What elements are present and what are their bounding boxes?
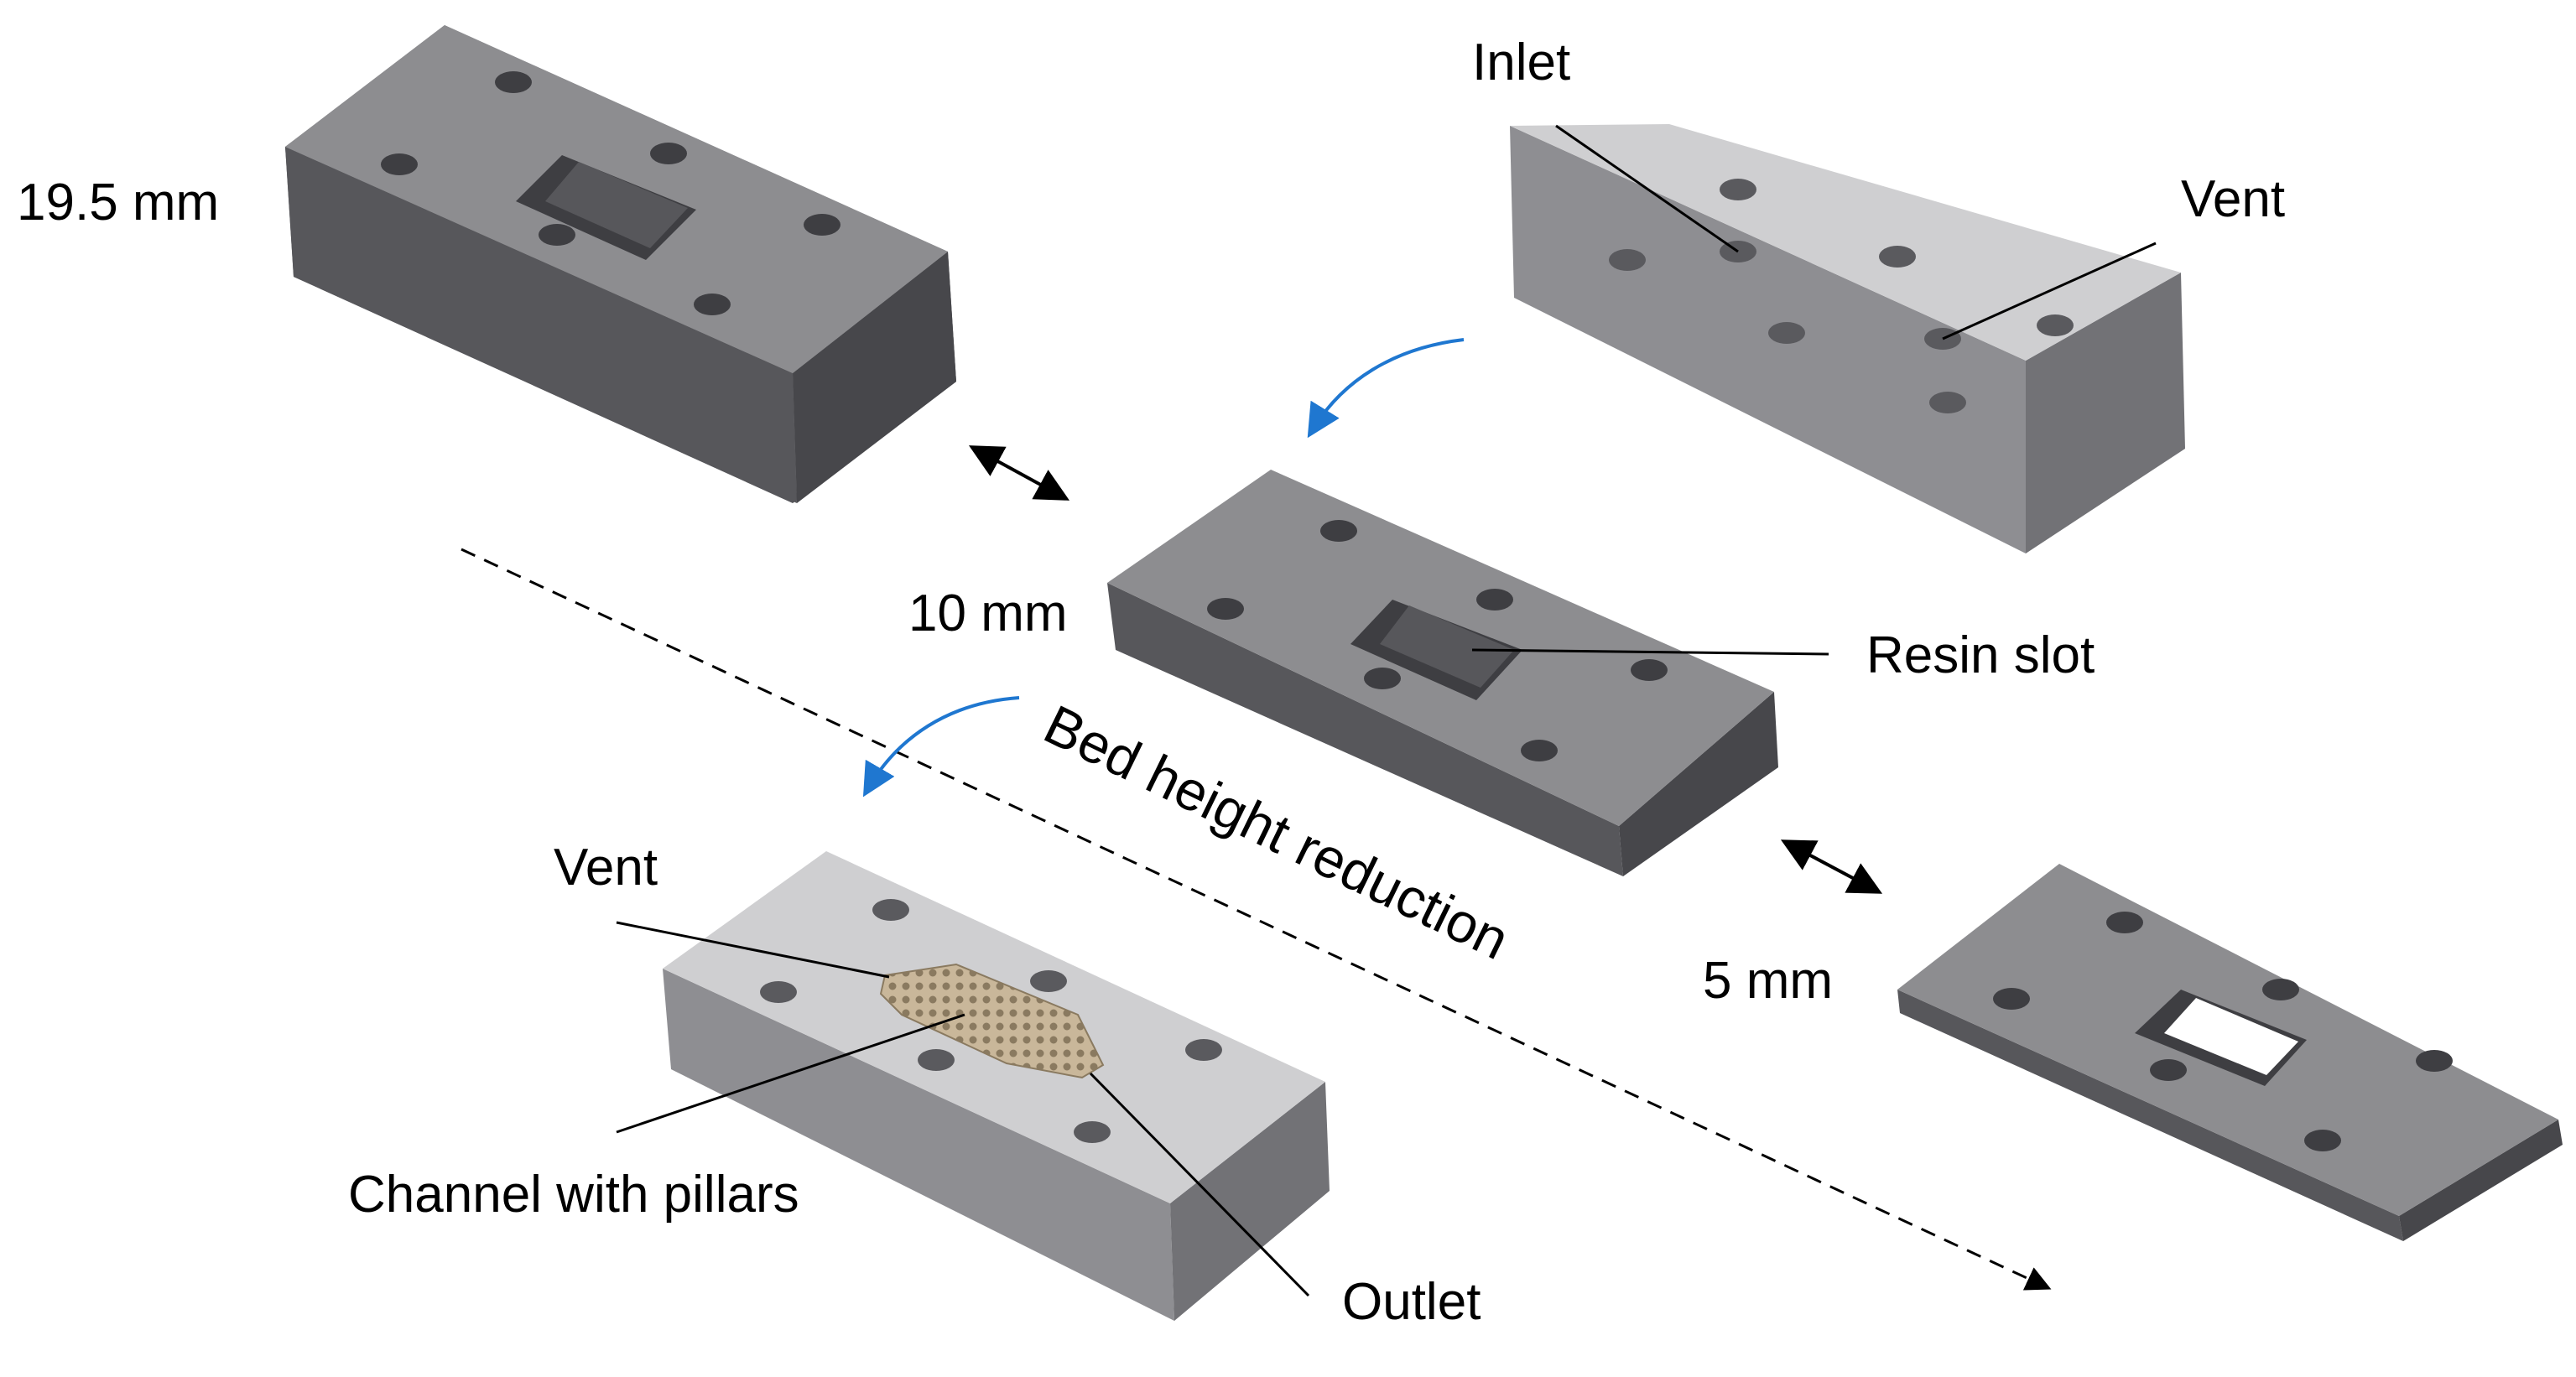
block-top-right-hole-3 <box>1879 246 1916 268</box>
curved-arrow-icon <box>862 696 1020 798</box>
block-top-right-hole-1 <box>1720 179 1756 200</box>
label-channel-with-pillars: Channel with pillars <box>348 1166 799 1224</box>
vent-bottom-leader-line <box>616 921 890 979</box>
label-resin-slot: Resin slot <box>1866 626 2095 684</box>
block-19-5mm-hole-2 <box>381 153 418 175</box>
block-10mm-slot-inner <box>1380 605 1514 688</box>
block-channel-front <box>663 969 1174 1321</box>
block-5mm-hole-3 <box>2262 979 2299 1000</box>
block-19-5mm-box-side <box>793 252 956 503</box>
block-channel <box>663 851 1330 1321</box>
block-19-5mm-hole-3 <box>650 143 687 164</box>
bed-height-dashed-line <box>461 548 2052 1291</box>
double-headed-arrow-icon <box>968 445 1070 501</box>
channel-leader-line <box>616 1013 965 1134</box>
double-headed-arrow-icon <box>1780 839 1883 894</box>
block-19-5mm-hole-6 <box>694 294 731 315</box>
block-top-right-top <box>1510 124 2181 361</box>
block-10mm-hole-2 <box>1207 598 1244 620</box>
curved-arrow-icon <box>1307 338 1465 439</box>
block-top-right-front <box>1510 126 2026 553</box>
label-10mm: 10 mm <box>908 585 1067 642</box>
block-5mm-front <box>1897 990 2403 1241</box>
vent-top-leader-line <box>1942 242 2157 340</box>
block-10mm-front <box>1107 583 1623 876</box>
block-19-5mm-hole-4 <box>539 224 575 246</box>
block-5mm-hole-2 <box>1993 988 2030 1010</box>
block-10mm-hole-1 <box>1320 520 1357 542</box>
block-5mm-side <box>2399 1120 2563 1241</box>
block-19-5mm-hole-1 <box>495 71 532 93</box>
block-5mm-hole-6 <box>2304 1130 2341 1151</box>
label-vent-top: Vent <box>2181 170 2285 228</box>
label-vent-bottom: Vent <box>554 839 658 896</box>
label-5mm: 5 mm <box>1703 952 1833 1010</box>
resin-slot-leader-line <box>1471 648 1829 656</box>
block-top-right-hole-6 <box>1929 392 1966 413</box>
outlet-leader-line <box>1089 1072 1310 1297</box>
block-5mm-hole-5 <box>2416 1050 2453 1072</box>
block-channel-hole-6 <box>1074 1121 1111 1143</box>
block-19-5mm-hole-5 <box>804 214 840 236</box>
label-outlet: Outlet <box>1342 1273 1481 1331</box>
label-19-5mm: 19.5 mm <box>17 174 219 231</box>
inlet-leader-line <box>1555 124 1739 253</box>
block-channel-hole-3 <box>1030 970 1067 992</box>
block-5mm-hole-1 <box>2106 912 2143 933</box>
block-channel-hole-5 <box>1185 1039 1222 1061</box>
block-10mm-hole-5 <box>1631 659 1668 681</box>
block-5mm-hole-4 <box>2150 1059 2187 1081</box>
block-10mm <box>1107 470 1778 876</box>
block-19-5mm-box <box>285 25 956 503</box>
block-top-right-hole-5 <box>2037 314 2074 336</box>
block-top-right-hole-4 <box>1768 322 1805 344</box>
block-10mm-side <box>1619 692 1778 876</box>
label-inlet: Inlet <box>1472 34 1570 91</box>
block-top-right <box>1510 124 2185 553</box>
block-channel-hole-4 <box>918 1049 955 1071</box>
block-channel-side <box>1170 1082 1330 1321</box>
block-channel-hole-2 <box>760 981 797 1003</box>
block-channel-hole-1 <box>872 899 909 921</box>
block-10mm-hole-4 <box>1364 668 1401 689</box>
block-10mm-hole-6 <box>1521 740 1558 761</box>
block-19-5mm-box-front <box>285 147 797 503</box>
block-5mm-slot-window <box>2164 998 2298 1075</box>
block-19-5mm-slot-inner <box>545 162 688 248</box>
block-5mm <box>1897 864 2563 1241</box>
channel-with-pillars-shape <box>879 963 1105 1079</box>
block-top-right-side <box>2026 273 2185 553</box>
block-10mm-hole-3 <box>1476 589 1513 611</box>
block-top-right-hole-2 <box>1609 249 1646 271</box>
